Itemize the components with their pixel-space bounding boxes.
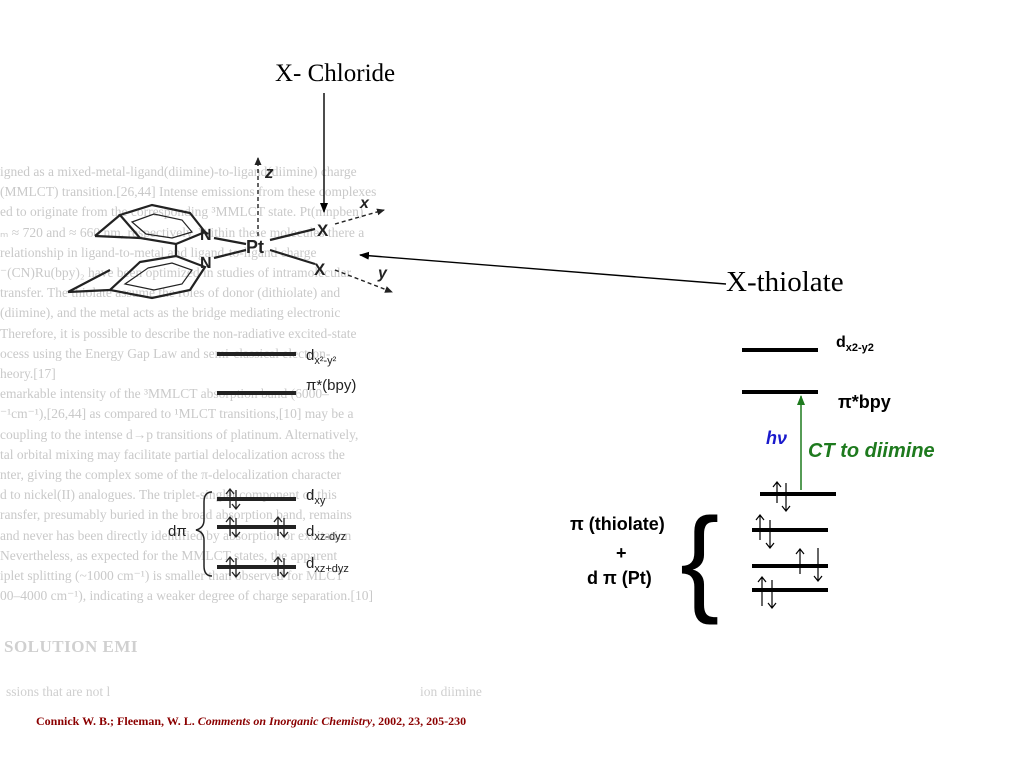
x-axis bbox=[334, 208, 385, 225]
n-bottom-label: N bbox=[200, 255, 212, 272]
background-text-line: transfer. The thiolate assume the roles … bbox=[0, 285, 341, 301]
y-axis bbox=[334, 269, 393, 293]
left-dxy-label: dxy bbox=[306, 487, 326, 507]
citation-journal: Comments on Inorganic Chemistry bbox=[197, 714, 373, 728]
left-pi-bpy-label: π*(bpy) bbox=[306, 377, 356, 394]
background-text-line: nter, giving the complex some of the π-d… bbox=[0, 467, 342, 482]
background-text-line: emarkable intensity of the ³MMLCT absorp… bbox=[0, 386, 329, 402]
background-text-line: Therefore, it is possible to describe th… bbox=[0, 325, 357, 341]
left-dpi-bracket bbox=[195, 491, 213, 577]
z-axis-label: z bbox=[264, 163, 274, 182]
background-footer-right: ion diimine bbox=[420, 684, 482, 699]
background-text-line: coupling to the intense d→p transitions … bbox=[0, 426, 359, 442]
background-text-line: ⁻(CN)Ru(bpy)₂ have been optimized in stu… bbox=[0, 265, 352, 280]
background-heading: SOLUTION EMI bbox=[4, 637, 138, 656]
ct-label: CT to diimine bbox=[808, 440, 935, 462]
group-line1: π (thiolate) bbox=[570, 514, 665, 534]
background-text-line: 00–4000 cm⁻¹), indicating a weaker degre… bbox=[0, 588, 374, 604]
background-text-line: iplet splitting (~1000 cm⁻¹) is smaller … bbox=[0, 568, 344, 583]
background-text-line: ⁻¹cm⁻¹),[26,44] as compared to ¹MLCT tra… bbox=[0, 406, 354, 422]
background-text-line: ransfer, presumably buried in the broad … bbox=[0, 507, 352, 523]
x-top-label: X bbox=[317, 221, 329, 240]
bipyridine-structure bbox=[67, 203, 316, 300]
citation-authors: Connick W. B.; Fleeman, W. L. bbox=[36, 714, 198, 728]
right-dx2y2-label: dx2-y2 bbox=[836, 334, 874, 354]
pt-label: Pt bbox=[246, 237, 264, 257]
background-text-line: Nevertheless, as expected for the MMLCT … bbox=[0, 547, 338, 563]
x-axis-label: x bbox=[359, 195, 370, 212]
right-pi-bpy-label: π*bpy bbox=[838, 392, 891, 412]
background-text-line: tal orbital mixing may facilitate partia… bbox=[0, 446, 345, 462]
right-electron-pairs bbox=[755, 481, 823, 609]
right-group-brace: { bbox=[680, 494, 719, 626]
background-text-line: (diimine), and the metal acts as the bri… bbox=[0, 305, 341, 321]
background-text-line: ocess using the Energy Gap Law and semi-… bbox=[0, 345, 331, 361]
y-axis-label: y bbox=[377, 265, 388, 282]
n-top-label: N bbox=[200, 227, 212, 244]
left-dxz-minus-label: dxz-dyz bbox=[306, 523, 346, 543]
background-text-line: (MMLCT) transition.[26,44] Intense emiss… bbox=[0, 184, 377, 200]
right-energy-levels bbox=[742, 348, 836, 592]
background-text-line: igned as a mixed-metal-ligand(diimine)-t… bbox=[0, 164, 357, 179]
chloride-label: X- Chloride bbox=[275, 60, 396, 87]
left-electron-pairs bbox=[225, 487, 289, 579]
background-scan-text: igned as a mixed-metal-ligand(diimine)-t… bbox=[0, 164, 520, 614]
left-dx2y2-label: dx²-y² bbox=[306, 347, 337, 367]
hv-label: hν bbox=[766, 428, 787, 448]
thiolate-label: X-thiolate bbox=[726, 266, 844, 298]
background-text-line: relationship in ligand-to-metal and liga… bbox=[0, 244, 317, 260]
left-dxz-plus-label: dxz+dyz bbox=[306, 555, 349, 575]
background-footer-left: ssions that are not l bbox=[6, 684, 111, 699]
background-text-line: heory.[17] bbox=[0, 366, 56, 381]
background-text-line: ₘ ≈ 720 and ≈ 660 nm, respectively. With… bbox=[0, 224, 365, 240]
group-line3: d π (Pt) bbox=[587, 568, 652, 588]
citation-details: , 2002, 23, 205-230 bbox=[372, 714, 467, 728]
x-bottom-label: X bbox=[314, 260, 326, 279]
group-line2: + bbox=[616, 543, 627, 563]
thiolate-arrow bbox=[359, 251, 727, 285]
citation: Connick W. B.; Fleeman, W. L. Comments o… bbox=[36, 714, 466, 729]
background-text-line: and never has been directly identified b… bbox=[0, 527, 352, 543]
left-dpi-label: dπ bbox=[168, 523, 187, 540]
